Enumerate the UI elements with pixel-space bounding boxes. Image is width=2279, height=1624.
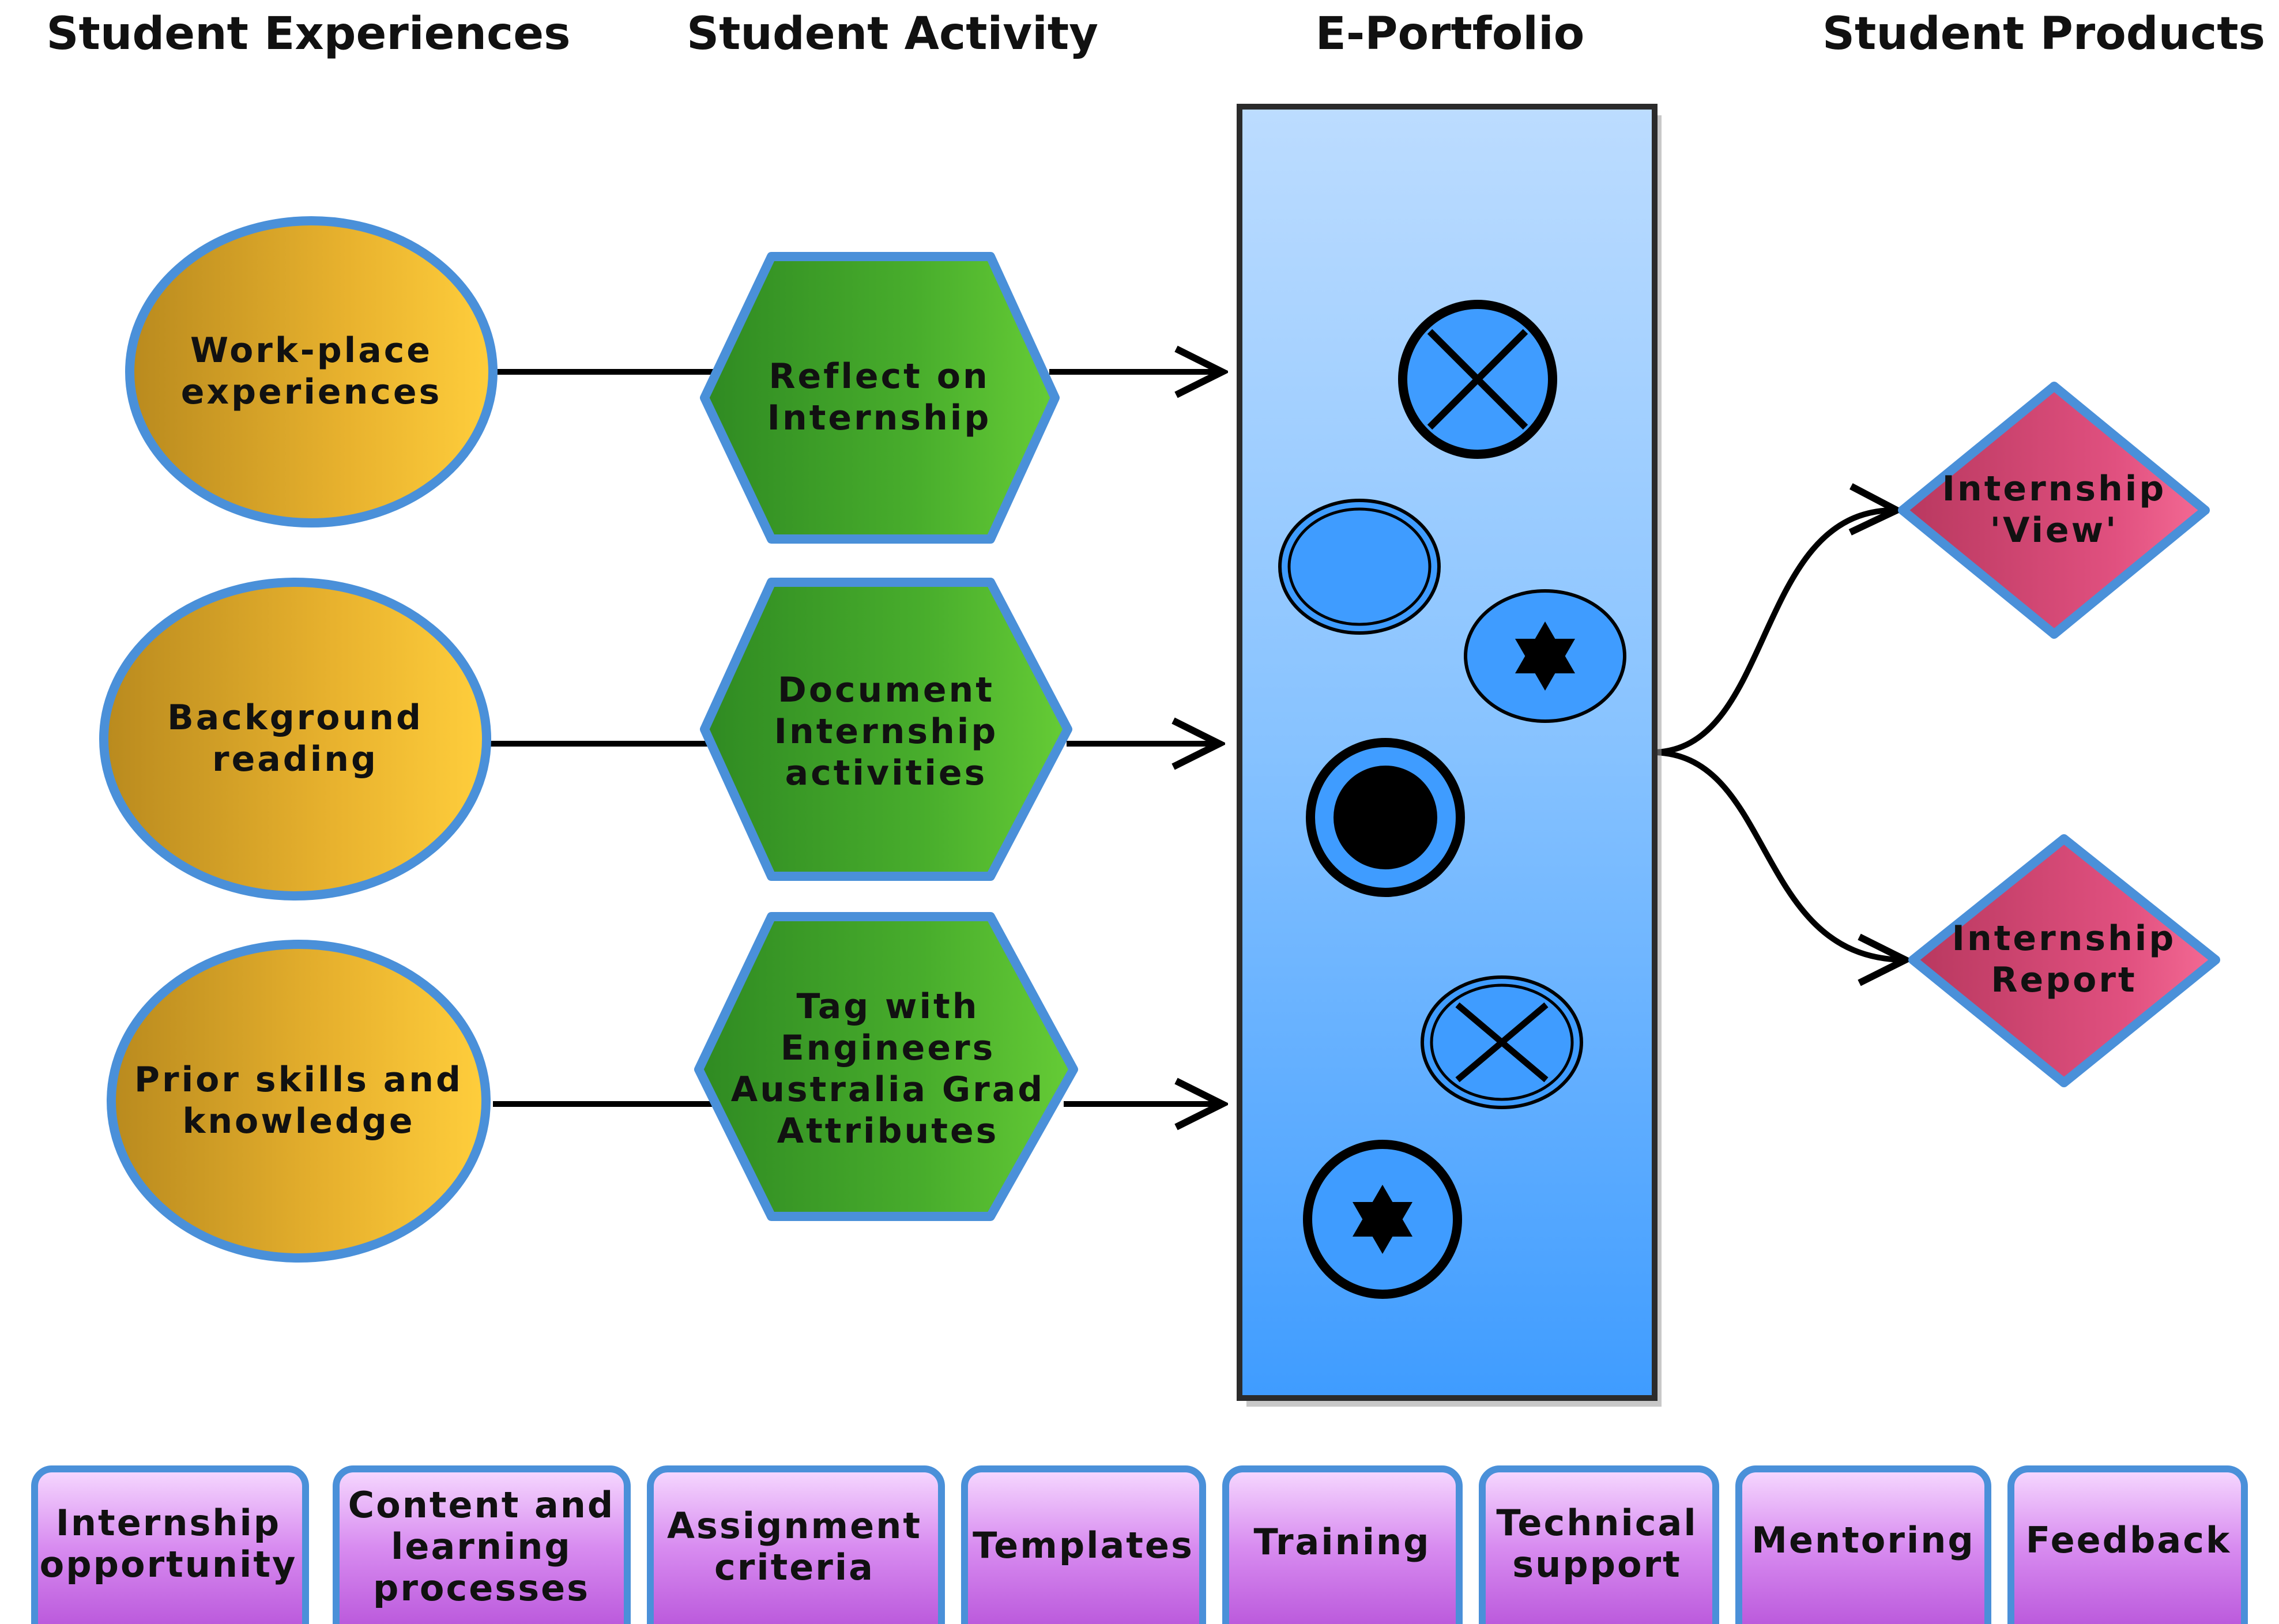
e-portfolio-panel [1237,104,1662,1407]
arrow-portfolio-report [1651,749,1905,960]
activity-label-line: activities [785,753,988,793]
support-assignment-criteria: Assignment criteria [647,1465,945,1624]
support-label-line: Content and [348,1484,615,1526]
product-internship-report: Internship Report [1908,834,2220,1087]
activity-label-line: Attributes [777,1111,999,1151]
support-label-line: Technical [1496,1502,1697,1544]
support-label-line: criteria [714,1546,875,1588]
circle-x-icon [1398,300,1557,459]
support-label-line: support [1512,1543,1682,1585]
support-label-line: Assignment [667,1505,922,1547]
product-label-line: Internship [1942,469,2167,509]
support-feedback: Feedback [2007,1465,2248,1624]
activity-tag-attributes: Tag with Engineers Australia Grad Attrib… [694,912,1078,1221]
support-internship-opportunity: Internship opportunity [31,1465,309,1624]
activity-label-line: Tag with [797,986,980,1027]
product-internship-view: Internship 'View' [1898,382,2210,639]
support-label-line: Feedback [2026,1519,2232,1561]
experience-label-line: Prior skills and [134,1060,463,1100]
connectors [489,372,1905,1104]
product-label-line: Internship [1952,918,2176,959]
activity-label-line: Reflect on [769,356,989,397]
experience-label-line: reading [212,739,378,779]
support-label-line: learning [391,1525,572,1568]
support-label-line: Templates [973,1524,1194,1566]
support-label-line: opportunity [40,1543,297,1585]
activity-label-line: Internship [767,398,992,438]
experience-prior-skills: Prior skills and knowledge [107,940,491,1263]
activity-label-line: Internship [774,711,999,752]
product-label-line: 'View' [1990,510,2119,551]
support-label-line: processes [373,1567,590,1609]
support-templates: Templates [961,1465,1206,1624]
header-student-products: Student Products [1822,8,2265,60]
experience-background-reading: Background reading [99,578,491,900]
support-label-line: Internship [56,1502,281,1544]
header-e-portfolio: E-Portfolio [1316,8,1585,60]
support-label-line: Mentoring [1751,1519,1975,1561]
filled-target-icon [1306,738,1465,897]
experience-label-line: experiences [181,372,442,412]
support-label-line: Training [1253,1521,1430,1563]
header-student-experiences: Student Experiences [46,8,570,60]
support-content-learning: Content and learning processes [333,1465,631,1624]
experience-label-line: knowledge [182,1101,415,1141]
circle-x-icon [1421,975,1583,1109]
product-label-line: Report [1991,960,2137,1000]
activity-document: Document Internship activities [700,578,1072,881]
experience-label-line: Work-place [190,330,432,371]
support-training: Training [1222,1465,1463,1624]
activity-label-line: Engineers [781,1028,996,1068]
star-of-david-icon [1464,589,1626,723]
activity-reflect: Reflect on Internship [700,252,1060,544]
experience-label-line: Background [167,698,423,738]
double-circle-icon [1278,499,1441,635]
star-of-david-icon [1303,1140,1462,1299]
support-mentoring: Mentoring [1735,1465,1991,1624]
activity-label-line: Australia Grad [731,1069,1045,1110]
experience-work-place: Work-place experiences [125,216,498,527]
activity-label-line: Document [778,670,995,710]
arrow-portfolio-view [1651,510,1897,755]
support-technical: Technical support [1479,1465,1719,1624]
header-student-activity: Student Activity [687,8,1098,60]
